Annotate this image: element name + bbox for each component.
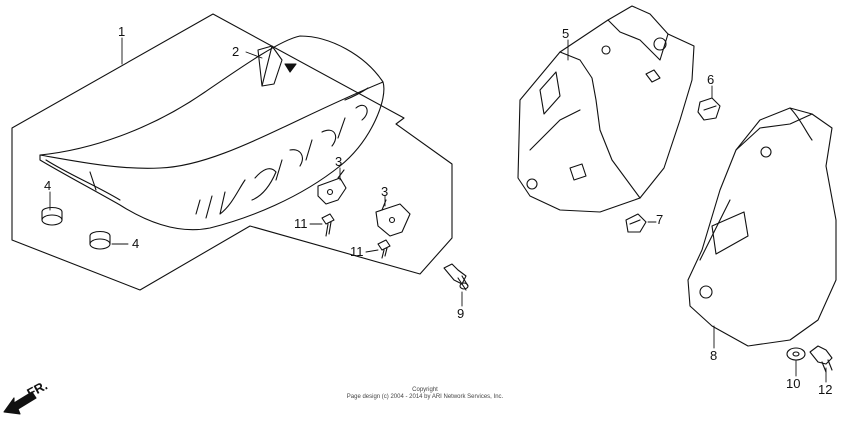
seat-clip — [257, 45, 283, 87]
callout-3b: 3 — [381, 184, 388, 199]
front-direction-arrow — [3, 391, 37, 415]
bracket-b — [375, 199, 411, 237]
callout-4a: 4 — [44, 178, 51, 193]
callout-11a: 11 — [294, 216, 308, 231]
rubber-cushion-b — [89, 230, 111, 250]
callout-12: 12 — [818, 382, 832, 397]
copyright-heading: Copyright — [412, 387, 438, 393]
callout-3a: 3 — [335, 154, 342, 169]
bolt-9 — [443, 263, 469, 291]
callout-10: 10 — [786, 376, 800, 391]
callout-2: 2 — [232, 44, 239, 59]
bolt-12 — [809, 345, 833, 373]
bracket-a — [317, 169, 347, 205]
bolt-a — [321, 213, 335, 237]
callout-5: 5 — [562, 26, 569, 41]
rubber-cushion-a — [41, 206, 63, 226]
callout-11b: 11 — [350, 244, 364, 259]
grommet-6 — [697, 97, 721, 121]
leader-lines — [49, 37, 827, 383]
left-side-cover — [517, 5, 695, 213]
grommet-7 — [625, 213, 647, 233]
callout-labels: 1 2 3 3 4 4 5 6 7 8 9 10 11 11 12 FR. — [24, 24, 832, 401]
copyright-notice: Page design (c) 2004 - 2014 by ARI Netwo… — [346, 394, 504, 400]
callout-4b: 4 — [132, 236, 139, 251]
seat-group-outline — [11, 13, 453, 291]
callout-1: 1 — [118, 24, 125, 39]
callout-9: 9 — [457, 306, 464, 321]
seat — [39, 35, 385, 231]
washer-10 — [786, 347, 806, 361]
bolt-b — [377, 239, 391, 259]
callout-6: 6 — [707, 72, 714, 87]
callout-7: 7 — [656, 212, 663, 227]
callout-8: 8 — [710, 348, 717, 363]
right-side-cover — [687, 107, 837, 347]
